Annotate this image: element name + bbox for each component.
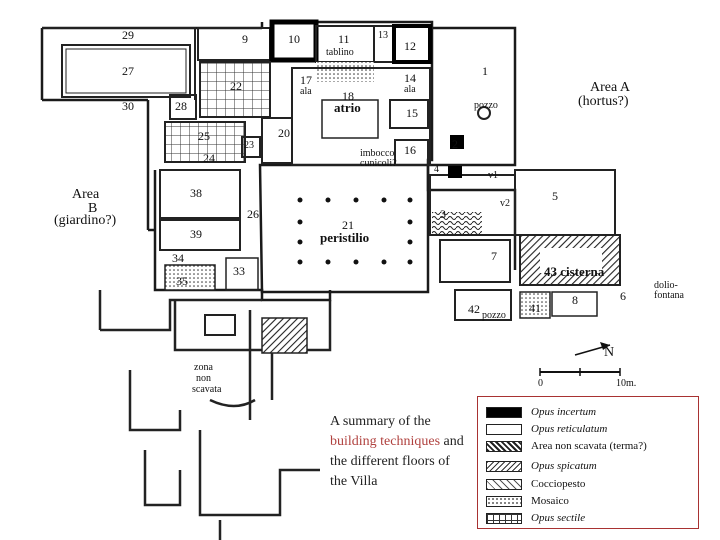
area-a-label: Area A xyxy=(590,80,631,95)
room-27: 27 xyxy=(122,64,134,78)
room-39: 39 xyxy=(190,227,202,241)
legend-label: Opus sectile xyxy=(531,512,586,524)
room-3: 3 xyxy=(440,207,446,221)
room-21-sub: peristilio xyxy=(320,230,369,245)
legend-row-mosaico: Mosaico xyxy=(486,494,569,508)
caption-highlight: building techniques xyxy=(330,434,441,449)
caption-part1: A summary of the xyxy=(330,414,431,429)
legend-swatch-blank xyxy=(486,423,522,435)
room-20: 20 xyxy=(278,126,290,140)
room-12: 12 xyxy=(404,39,416,53)
legend-swatch-solid xyxy=(486,406,522,418)
caption-part2: and the different floors of the Villa xyxy=(330,434,464,489)
room-labels: 29 27 30 28 9 10 11 tablino 13 12 1 22 1… xyxy=(122,28,685,321)
v1: v1 xyxy=(488,170,498,181)
room-11: 11 xyxy=(338,32,350,46)
legend-label: Area non scavata (terma?) xyxy=(531,440,647,452)
room-22: 22 xyxy=(230,79,242,93)
legend-swatch-hatch xyxy=(486,440,522,452)
room-34: 34 xyxy=(172,251,184,265)
room-1: 1 xyxy=(482,64,488,78)
area-b-label: Area xyxy=(72,187,100,202)
room-5: 5 xyxy=(552,189,558,203)
legend-swatch-dots xyxy=(486,495,522,507)
room-10: 10 xyxy=(288,32,300,46)
room-30: 30 xyxy=(122,99,134,113)
legend-label: Opus reticulatum xyxy=(531,423,608,435)
legend-swatch-cross xyxy=(486,478,522,490)
room-23: 23 xyxy=(244,140,254,151)
room-21: 21 xyxy=(342,218,354,232)
legend-swatch-wave xyxy=(486,460,522,472)
room-25: 25 xyxy=(198,129,210,143)
room-16: 16 xyxy=(404,143,416,157)
room-13: 13 xyxy=(378,30,388,41)
room-15: 15 xyxy=(406,106,418,120)
room-28: 28 xyxy=(175,99,187,113)
dolio: dolio- xyxy=(654,280,678,291)
pozzo-b: pozzo xyxy=(482,310,506,321)
room-14-sub: ala xyxy=(404,84,416,95)
room-18-sub: atrio xyxy=(334,100,361,115)
room-24: 24 xyxy=(203,151,215,165)
area-a-sublabel: (hortus?) xyxy=(578,94,629,109)
legend-row-opus-incertum: Opus incertum xyxy=(486,405,596,419)
legend-row-area-non-scavata: Area non scavata (terma?) xyxy=(486,439,647,453)
room-29: 29 xyxy=(122,28,134,42)
room-41: 41 xyxy=(529,301,541,315)
room-35: 35 xyxy=(176,274,188,288)
room-42: 42 xyxy=(468,302,480,316)
cunicoli: cunicoli? xyxy=(360,158,397,169)
room-8: 8 xyxy=(572,293,578,307)
room-17-sub: ala xyxy=(300,86,312,97)
legend-label: Cocciopesto xyxy=(531,478,586,490)
imbocco: imbocco xyxy=(360,148,394,159)
legend-row-cocciopesto: Cocciopesto xyxy=(486,477,585,491)
legend-row-opus-sectile: Opus sectile xyxy=(486,511,585,525)
pozzo-a: pozzo xyxy=(474,100,498,111)
slide-caption: A summary of the building techniques and… xyxy=(330,412,468,492)
room-11-sub: tablino xyxy=(326,47,354,58)
scale-start: 0 xyxy=(538,378,543,389)
room-14: 14 xyxy=(404,71,416,85)
legend-label: Opus incertum xyxy=(531,406,597,418)
room-38: 38 xyxy=(190,186,202,200)
area-b-line2: B xyxy=(88,201,97,216)
zona-label-3: scavata xyxy=(192,384,222,395)
room-2: 2 xyxy=(452,137,458,151)
room-6: 6 xyxy=(620,289,626,303)
room-43: 43 cisterna xyxy=(544,264,605,279)
room-33: 33 xyxy=(233,264,245,278)
legend-row-opus-spicatum: Opus spicatum xyxy=(486,459,597,473)
room-4: 4 xyxy=(434,164,439,175)
legend-row-opus-reticulatum: Opus reticulatum xyxy=(486,422,607,436)
room-17: 17 xyxy=(300,73,312,87)
scale-end: 10m. xyxy=(616,378,636,389)
fontana: fontana xyxy=(654,290,685,301)
legend-box: Opus incertum Opus reticulatum Area non … xyxy=(477,396,699,529)
zona-label-1: zona xyxy=(194,362,213,373)
room-18: 18 xyxy=(342,89,354,103)
room-7: 7 xyxy=(491,249,497,263)
room-26: 26 xyxy=(247,207,259,221)
area-b-sublabel: (giardino?) xyxy=(54,213,117,228)
north-compass-label: N xyxy=(604,345,614,360)
v2: v2 xyxy=(500,198,510,209)
legend-label: Opus spicatum xyxy=(531,460,597,472)
legend-swatch-grid xyxy=(486,512,522,524)
zona-label-2: non xyxy=(196,373,211,384)
room-9: 9 xyxy=(242,32,248,46)
legend-label: Mosaico xyxy=(531,495,569,507)
